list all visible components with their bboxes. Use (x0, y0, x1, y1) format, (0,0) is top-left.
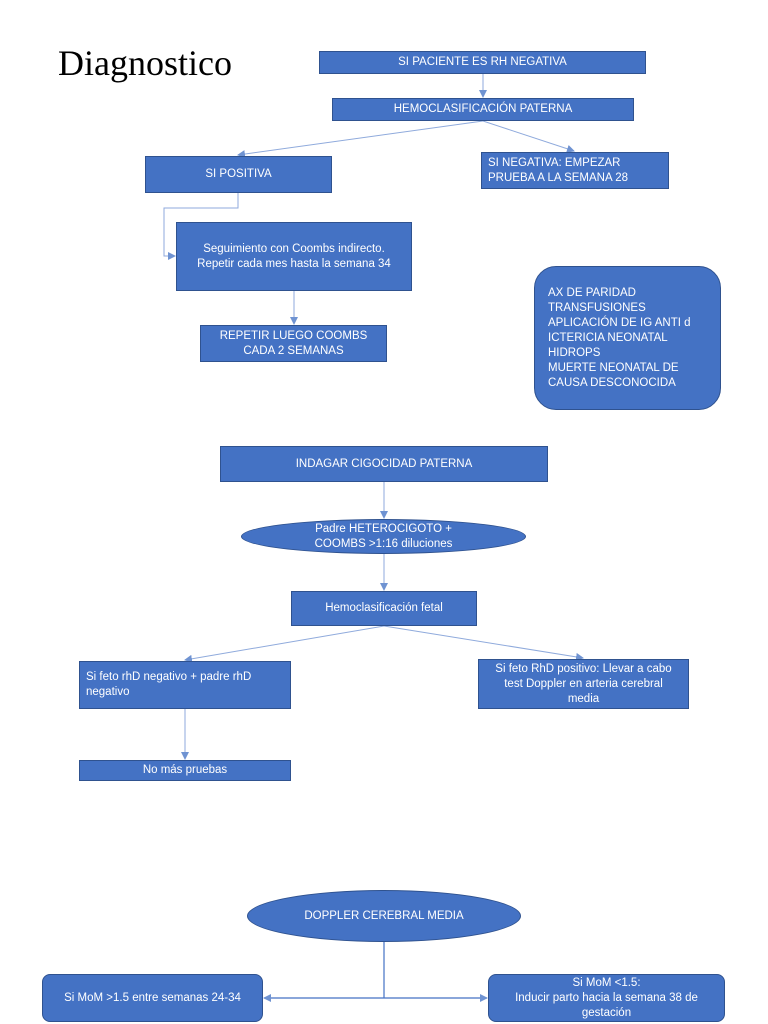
node-coombs-followup: Seguimiento con Coombs indirecto. Repeti… (176, 222, 412, 291)
connector-paternal-to-negative (482, 120, 575, 153)
connector-paternal-to-positive (237, 120, 484, 158)
connector-fetal-to-positive (383, 625, 584, 661)
node-paternal-typing: HEMOCLASIFICACIÓN PATERNA (332, 98, 634, 121)
node-repeat-coombs: REPETIR LUEGO COOMBS CADA 2 SEMANAS (200, 325, 387, 362)
node-fetus-negative: Si feto rhD negativo + padre rhD negativ… (79, 661, 291, 709)
node-fetus-positive: Si feto RhD positivo: Llevar a cabo test… (478, 659, 689, 709)
node-zygosity: INDAGAR CIGOCIDAD PATERNA (220, 446, 548, 482)
node-if-negative: SI NEGATIVA: EMPEZAR PRUEBA A LA SEMANA … (481, 152, 669, 189)
node-heterozygous: Padre HETEROCIGOTO + COOMBS >1:16 diluci… (241, 519, 526, 554)
node-fetal-typing: Hemoclasificación fetal (291, 591, 477, 626)
node-history: AX DE PARIDAD TRANSFUSIONES APLICACIÓN D… (534, 266, 721, 410)
connector-fetal-to-negative (184, 625, 385, 663)
node-rh-negative: SI PACIENTE ES RH NEGATIVA (319, 51, 646, 74)
page-title: Diagnostico (58, 43, 232, 83)
node-if-positive: SI POSITIVA (145, 156, 332, 193)
node-no-more-tests: No más pruebas (79, 760, 291, 781)
node-mom-low: Si MoM <1.5: Inducir parto hacia la sema… (488, 974, 725, 1022)
node-doppler: DOPPLER CEREBRAL MEDIA (247, 890, 521, 942)
connector-positive-to-coombs (163, 193, 239, 260)
node-mom-high: Si MoM >1.5 entre semanas 24-34 (42, 974, 263, 1022)
